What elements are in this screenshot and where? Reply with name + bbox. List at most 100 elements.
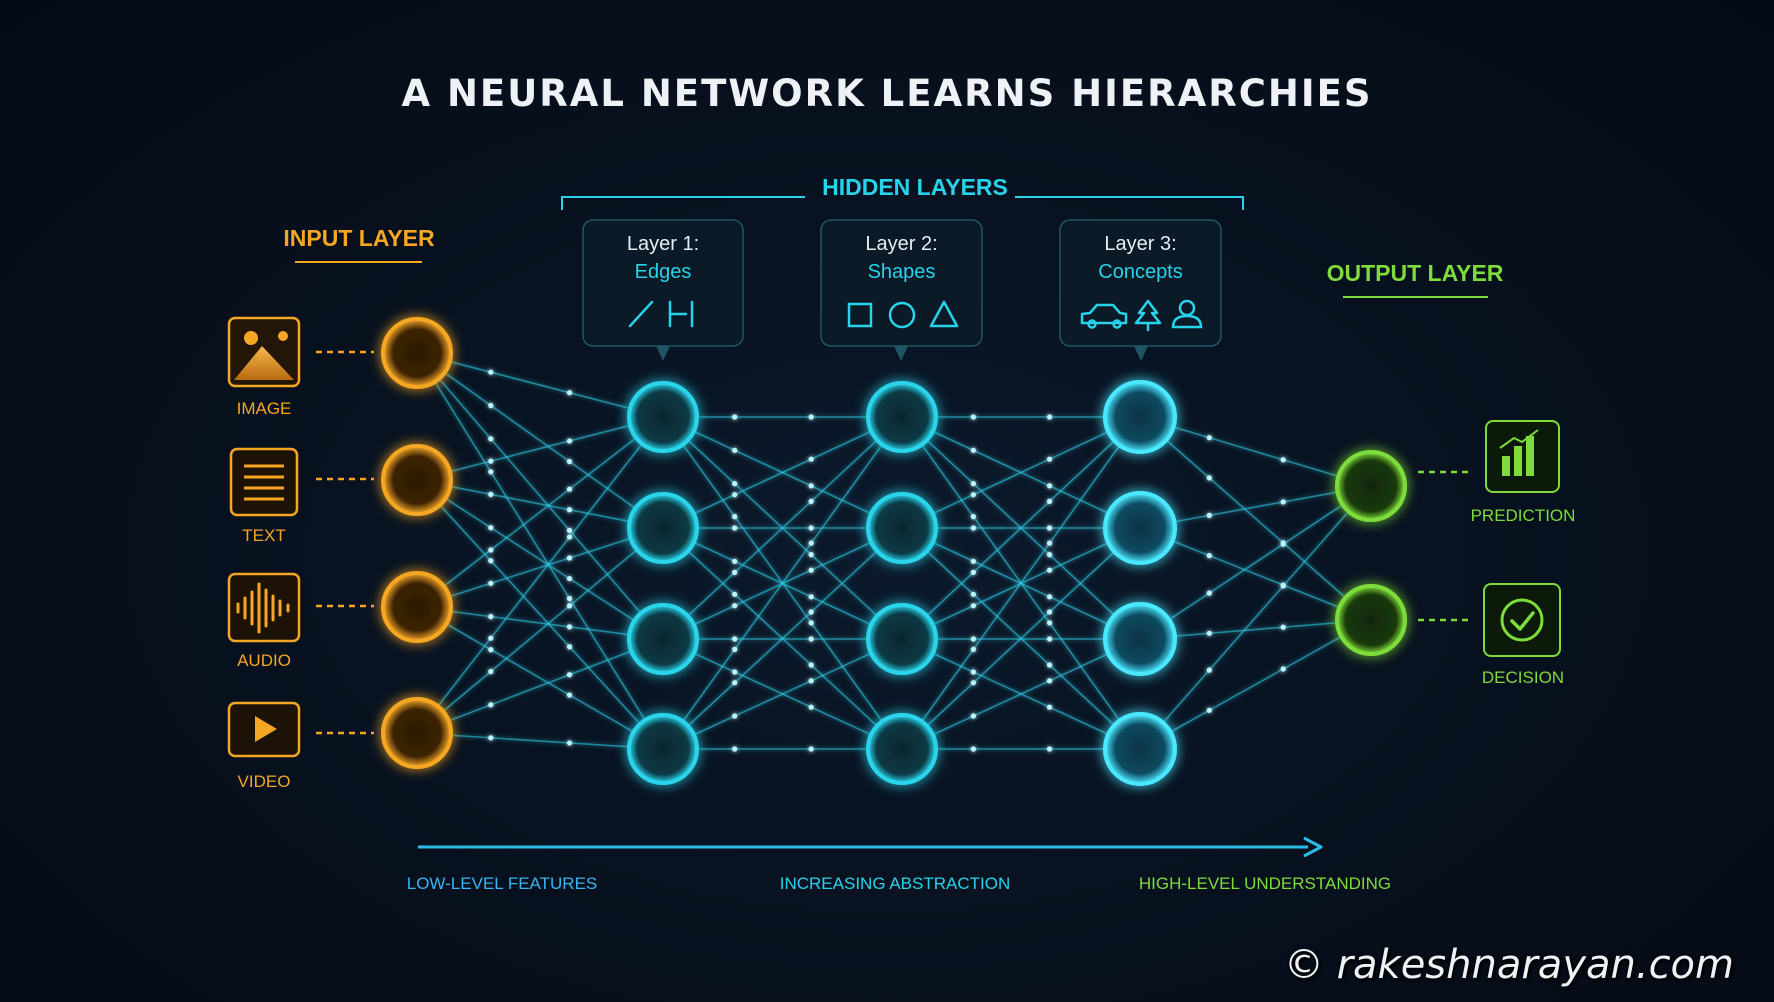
connection-0-1-0 (416, 416, 664, 481)
text-label: TEXT (242, 526, 286, 545)
signal-dot (808, 483, 814, 489)
signal-dot (732, 414, 738, 420)
signal-dot (970, 746, 977, 752)
signal-dot (1280, 666, 1286, 672)
hidden-layers-bracket (561, 196, 1244, 210)
signal-dot (970, 591, 977, 597)
signal-dot (1046, 636, 1053, 642)
connection-2-3-0 (901, 416, 1141, 750)
signal-dot (566, 555, 573, 561)
signal-dot (1206, 435, 1212, 441)
signal-dot (1206, 707, 1212, 713)
connection-0-1-3 (416, 479, 664, 750)
signal-dot (1206, 475, 1212, 481)
signal-dot (566, 438, 573, 444)
abstraction-arrow (418, 836, 1323, 858)
text-lines-icon (244, 464, 284, 501)
watermark: © rakeshnarayan.com (1283, 942, 1734, 988)
signal-dot (808, 609, 814, 615)
signal-dot (970, 603, 977, 609)
hidden-layer-2-node-4 (866, 713, 938, 785)
checkmark-icon (1500, 598, 1544, 642)
layer-1-feature: Edges (634, 261, 692, 283)
signal-dot (488, 668, 494, 675)
signal-dot (970, 680, 977, 686)
signal-dot (970, 447, 977, 453)
connection-0-2-3 (416, 606, 664, 750)
signal-dot (1280, 499, 1286, 505)
connection-0-2-0 (416, 416, 664, 608)
layer-2-callout (820, 219, 983, 361)
increasing-abstraction-label: INCREASING ABSTRACTION (779, 874, 1011, 893)
layer-3-callout (1059, 219, 1222, 361)
image-icon (234, 331, 294, 380)
input-node-4 (381, 697, 453, 769)
input-node-3 (381, 571, 453, 643)
connection-0-2-2 (416, 606, 664, 640)
signal-dot (732, 481, 738, 487)
connection-0-3-0 (416, 416, 664, 734)
signal-dot (488, 369, 494, 375)
signal-dot (808, 678, 814, 684)
video-label: VIDEO (237, 772, 291, 791)
connection-3-3-0 (1139, 485, 1372, 750)
input-node-2 (381, 444, 453, 516)
connection-2-3-1 (901, 527, 1141, 750)
layer-2-feature: Shapes (867, 261, 936, 283)
connection-0-0-3 (416, 352, 664, 750)
signal-dot (1280, 624, 1286, 630)
audio-input-tile (227, 572, 301, 643)
signal-dot (808, 594, 814, 600)
prediction-label: PREDICTION (1470, 506, 1576, 525)
play-icon (255, 716, 277, 742)
signal-dot (488, 547, 494, 553)
layer-2-name: Layer 2: (865, 233, 938, 255)
signal-dot (1046, 620, 1053, 626)
signal-dot (1046, 552, 1053, 558)
high-level-understanding-label: HIGH-LEVEL UNDERSTANDING (1138, 874, 1392, 893)
layer-1-heading: Layer 1: Edges (583, 230, 743, 286)
signal-dot (970, 525, 977, 531)
signal-dot (488, 525, 494, 531)
signal-dot (566, 672, 573, 678)
connection-1-3-2 (662, 638, 903, 750)
layer-1-callout (582, 219, 744, 361)
signal-dot (732, 680, 738, 686)
signal-dot (1046, 567, 1053, 573)
connection-2-1-0 (901, 416, 1141, 529)
signal-dot (970, 636, 977, 642)
connection-0-0-2 (416, 352, 664, 640)
signal-dot (732, 746, 738, 752)
image-label: IMAGE (236, 399, 292, 418)
signal-dot (1046, 662, 1053, 668)
signal-dot (1206, 667, 1212, 673)
signal-dot (1046, 609, 1053, 615)
input-layer-label: INPUT LAYER (283, 225, 435, 251)
signal-dot (1046, 498, 1053, 504)
connection-0-1-1 (416, 479, 664, 529)
output-node-1 (1335, 450, 1407, 522)
signal-dot (808, 567, 814, 573)
signal-dot (566, 458, 573, 465)
image-input-tile (227, 316, 301, 388)
hidden-layer-3-node-1 (1103, 380, 1177, 454)
signal-dot (808, 498, 814, 504)
signal-dot (1280, 457, 1286, 463)
nodes (381, 317, 1407, 786)
hidden-layer-3-node-3 (1103, 602, 1177, 676)
signal-dot (566, 644, 573, 650)
hidden-layer-3-node-4 (1103, 712, 1177, 786)
signal-dot (732, 646, 738, 653)
connection-0-3-1 (416, 527, 664, 734)
diagram-title: A NEURAL NETWORK LEARNS HIERARCHIES (401, 72, 1373, 115)
signal-dot (1206, 512, 1212, 519)
signal-dot (1046, 678, 1053, 684)
signal-dot (808, 456, 814, 462)
hidden-layer-3-node-2 (1103, 491, 1177, 565)
signal-dot (732, 636, 738, 642)
signal-dot (1206, 553, 1212, 559)
connection-1-1-0 (662, 416, 903, 529)
signal-dot (808, 540, 814, 546)
input-node-1 (381, 317, 453, 389)
signal-dot (970, 669, 977, 675)
